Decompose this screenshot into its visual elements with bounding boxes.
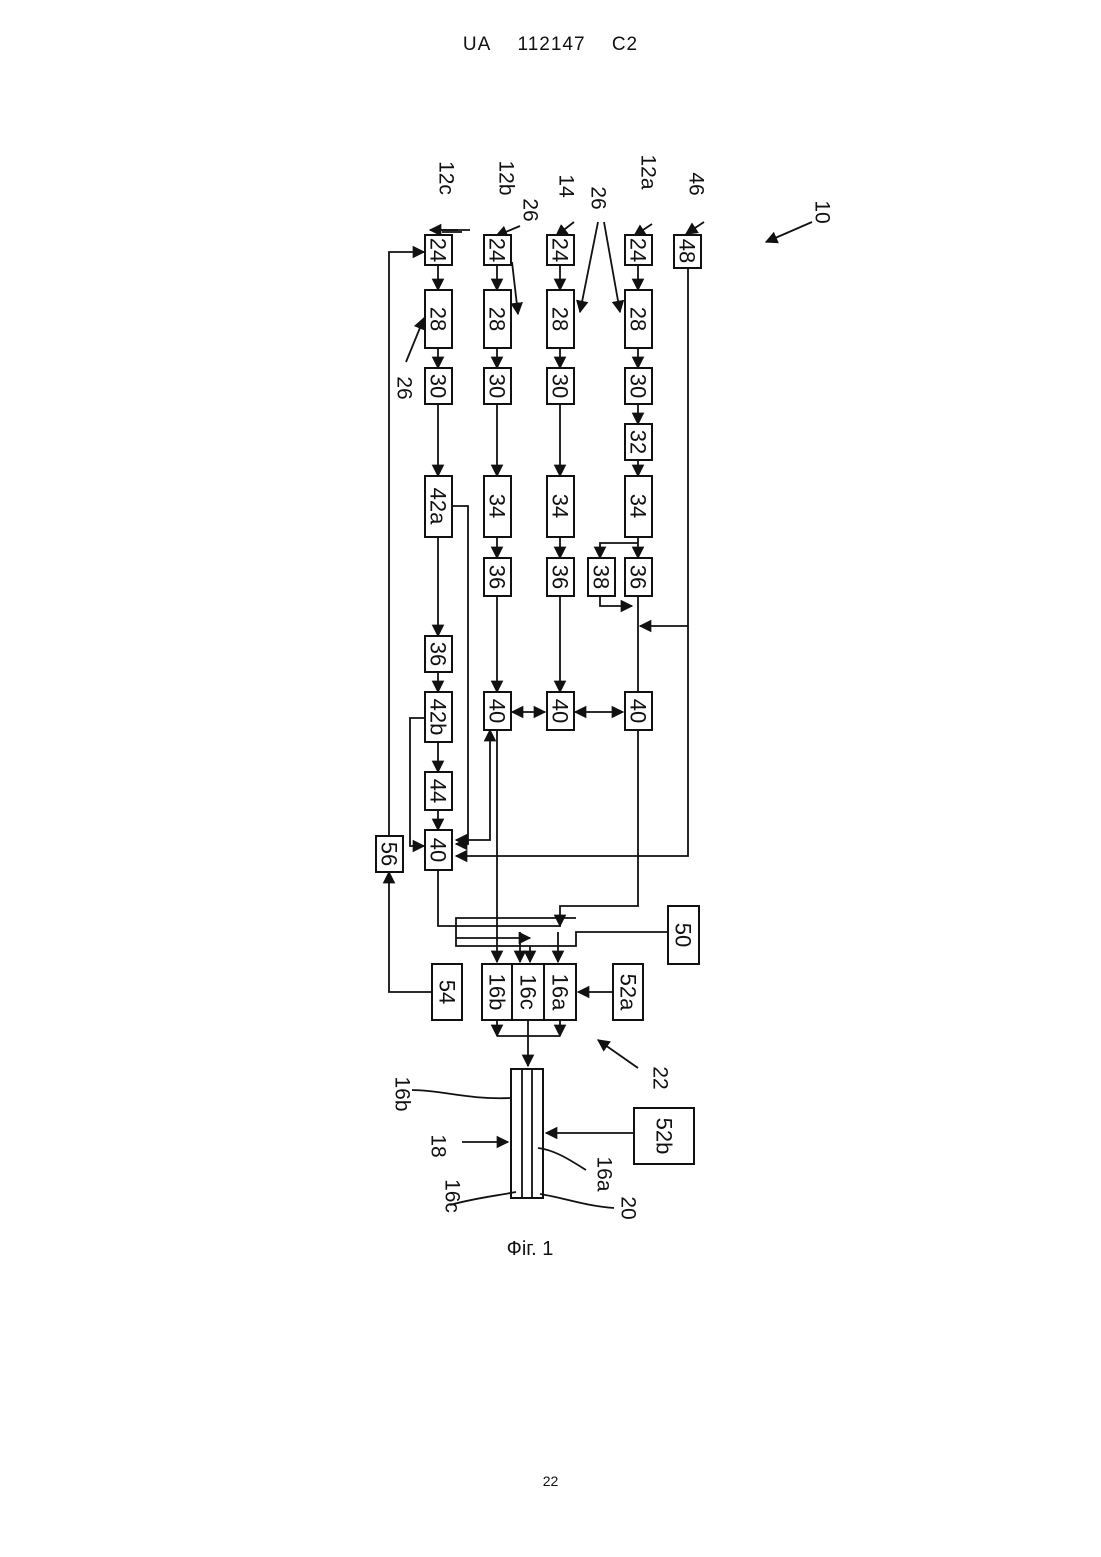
svg-text:24: 24 (626, 238, 651, 262)
svg-text:40: 40 (485, 699, 510, 723)
svg-text:34: 34 (485, 494, 510, 518)
box-52a: 52a (613, 964, 643, 1020)
ref-26-top-1: 26 (519, 198, 542, 221)
svg-text:52a: 52a (616, 974, 641, 1011)
figure-caption: Фіг. 1 (0, 1238, 1060, 1261)
svg-text:16a: 16a (548, 974, 573, 1011)
box-40-12a: 40 (625, 692, 652, 730)
svg-text:48: 48 (675, 239, 700, 263)
box-24-14: 24 (547, 235, 574, 265)
svg-text:36: 36 (485, 565, 510, 589)
box-40-14: 40 (547, 692, 574, 730)
ref-26-top-2: 26 (587, 186, 610, 209)
box-34-14: 34 (547, 476, 574, 537)
svg-text:40: 40 (426, 838, 451, 862)
ref-22: 22 (649, 1066, 672, 1089)
ref-20: 20 (617, 1196, 640, 1219)
box-38: 38 (588, 558, 615, 596)
svg-text:42b: 42b (426, 699, 451, 736)
ref-18: 18 (427, 1134, 450, 1157)
svg-text:34: 34 (626, 494, 651, 518)
box-28-12a: 28 (625, 290, 652, 348)
box-44: 44 (425, 772, 452, 810)
svg-text:52b: 52b (652, 1118, 677, 1155)
svg-text:44: 44 (426, 779, 451, 803)
ref-26-left: 26 (393, 376, 416, 399)
svg-text:24: 24 (548, 238, 573, 262)
box-42b: 42b (425, 692, 452, 742)
box-16c: 16c (512, 964, 544, 1020)
svg-text:16b: 16b (485, 974, 510, 1011)
svg-text:30: 30 (485, 374, 510, 398)
svg-text:54: 54 (435, 980, 460, 1004)
box-24-12c: 24 (425, 235, 452, 265)
page-number: 22 (0, 1473, 1101, 1489)
svg-text:40: 40 (548, 699, 573, 723)
svg-text:30: 30 (548, 374, 573, 398)
svg-text:36: 36 (426, 642, 451, 666)
box-30-12c: 30 (425, 368, 452, 404)
box-36-14: 36 (547, 558, 574, 596)
box-24-12a: 24 (625, 235, 652, 265)
laminate-18 (511, 1069, 543, 1198)
ref-46: 46 (685, 172, 708, 195)
svg-text:32: 32 (626, 430, 651, 454)
box-40-12c: 40 (425, 830, 452, 870)
svg-text:42a: 42a (426, 488, 451, 525)
box-16b: 16b (482, 964, 512, 1020)
box-56: 56 (376, 836, 403, 872)
svg-text:28: 28 (626, 307, 651, 331)
box-34-12a: 34 (625, 476, 652, 537)
box-36-12a: 36 (625, 558, 652, 596)
ref-12a: 12a (637, 154, 660, 189)
box-40-12b: 40 (484, 692, 511, 730)
box-42a: 42a (425, 476, 452, 537)
box-28-12c: 28 (425, 290, 452, 348)
box-48: 48 (674, 235, 701, 268)
box-28-12b: 28 (484, 290, 511, 348)
svg-text:38: 38 (589, 565, 614, 589)
svg-text:40: 40 (626, 699, 651, 723)
box-32: 32 (625, 424, 652, 460)
box-28-14: 28 (547, 290, 574, 348)
box-24-12b: 24 (484, 235, 511, 265)
svg-text:28: 28 (426, 307, 451, 331)
box-34-12b: 34 (484, 476, 511, 537)
box-36-12b: 36 (484, 558, 511, 596)
box-50: 50 (668, 906, 699, 964)
box-30-12a: 30 (625, 368, 652, 404)
svg-text:50: 50 (671, 923, 696, 947)
box-30-14: 30 (547, 368, 574, 404)
svg-text:16c: 16c (516, 974, 541, 1009)
svg-text:36: 36 (626, 565, 651, 589)
box-52b: 52b (634, 1108, 694, 1164)
ref-16c: 16c (441, 1179, 464, 1213)
svg-text:30: 30 (626, 374, 651, 398)
box-30-12b: 30 (484, 368, 511, 404)
svg-text:24: 24 (426, 238, 451, 262)
ref-12c: 12c (435, 161, 458, 195)
svg-text:56: 56 (377, 842, 402, 866)
ref-10: 10 (811, 200, 834, 223)
svg-text:30: 30 (426, 374, 451, 398)
svg-text:36: 36 (548, 565, 573, 589)
box-54: 54 (432, 964, 462, 1020)
ref-16a: 16a (593, 1156, 616, 1191)
svg-text:28: 28 (485, 307, 510, 331)
svg-text:24: 24 (485, 238, 510, 262)
box-16a: 16a (544, 964, 576, 1020)
ref-14: 14 (555, 174, 578, 198)
svg-text:28: 28 (548, 307, 573, 331)
svg-text:34: 34 (548, 494, 573, 518)
ref-12b: 12b (495, 160, 518, 195)
ref-16b: 16b (391, 1076, 414, 1111)
box-36-12c: 36 (425, 636, 452, 672)
